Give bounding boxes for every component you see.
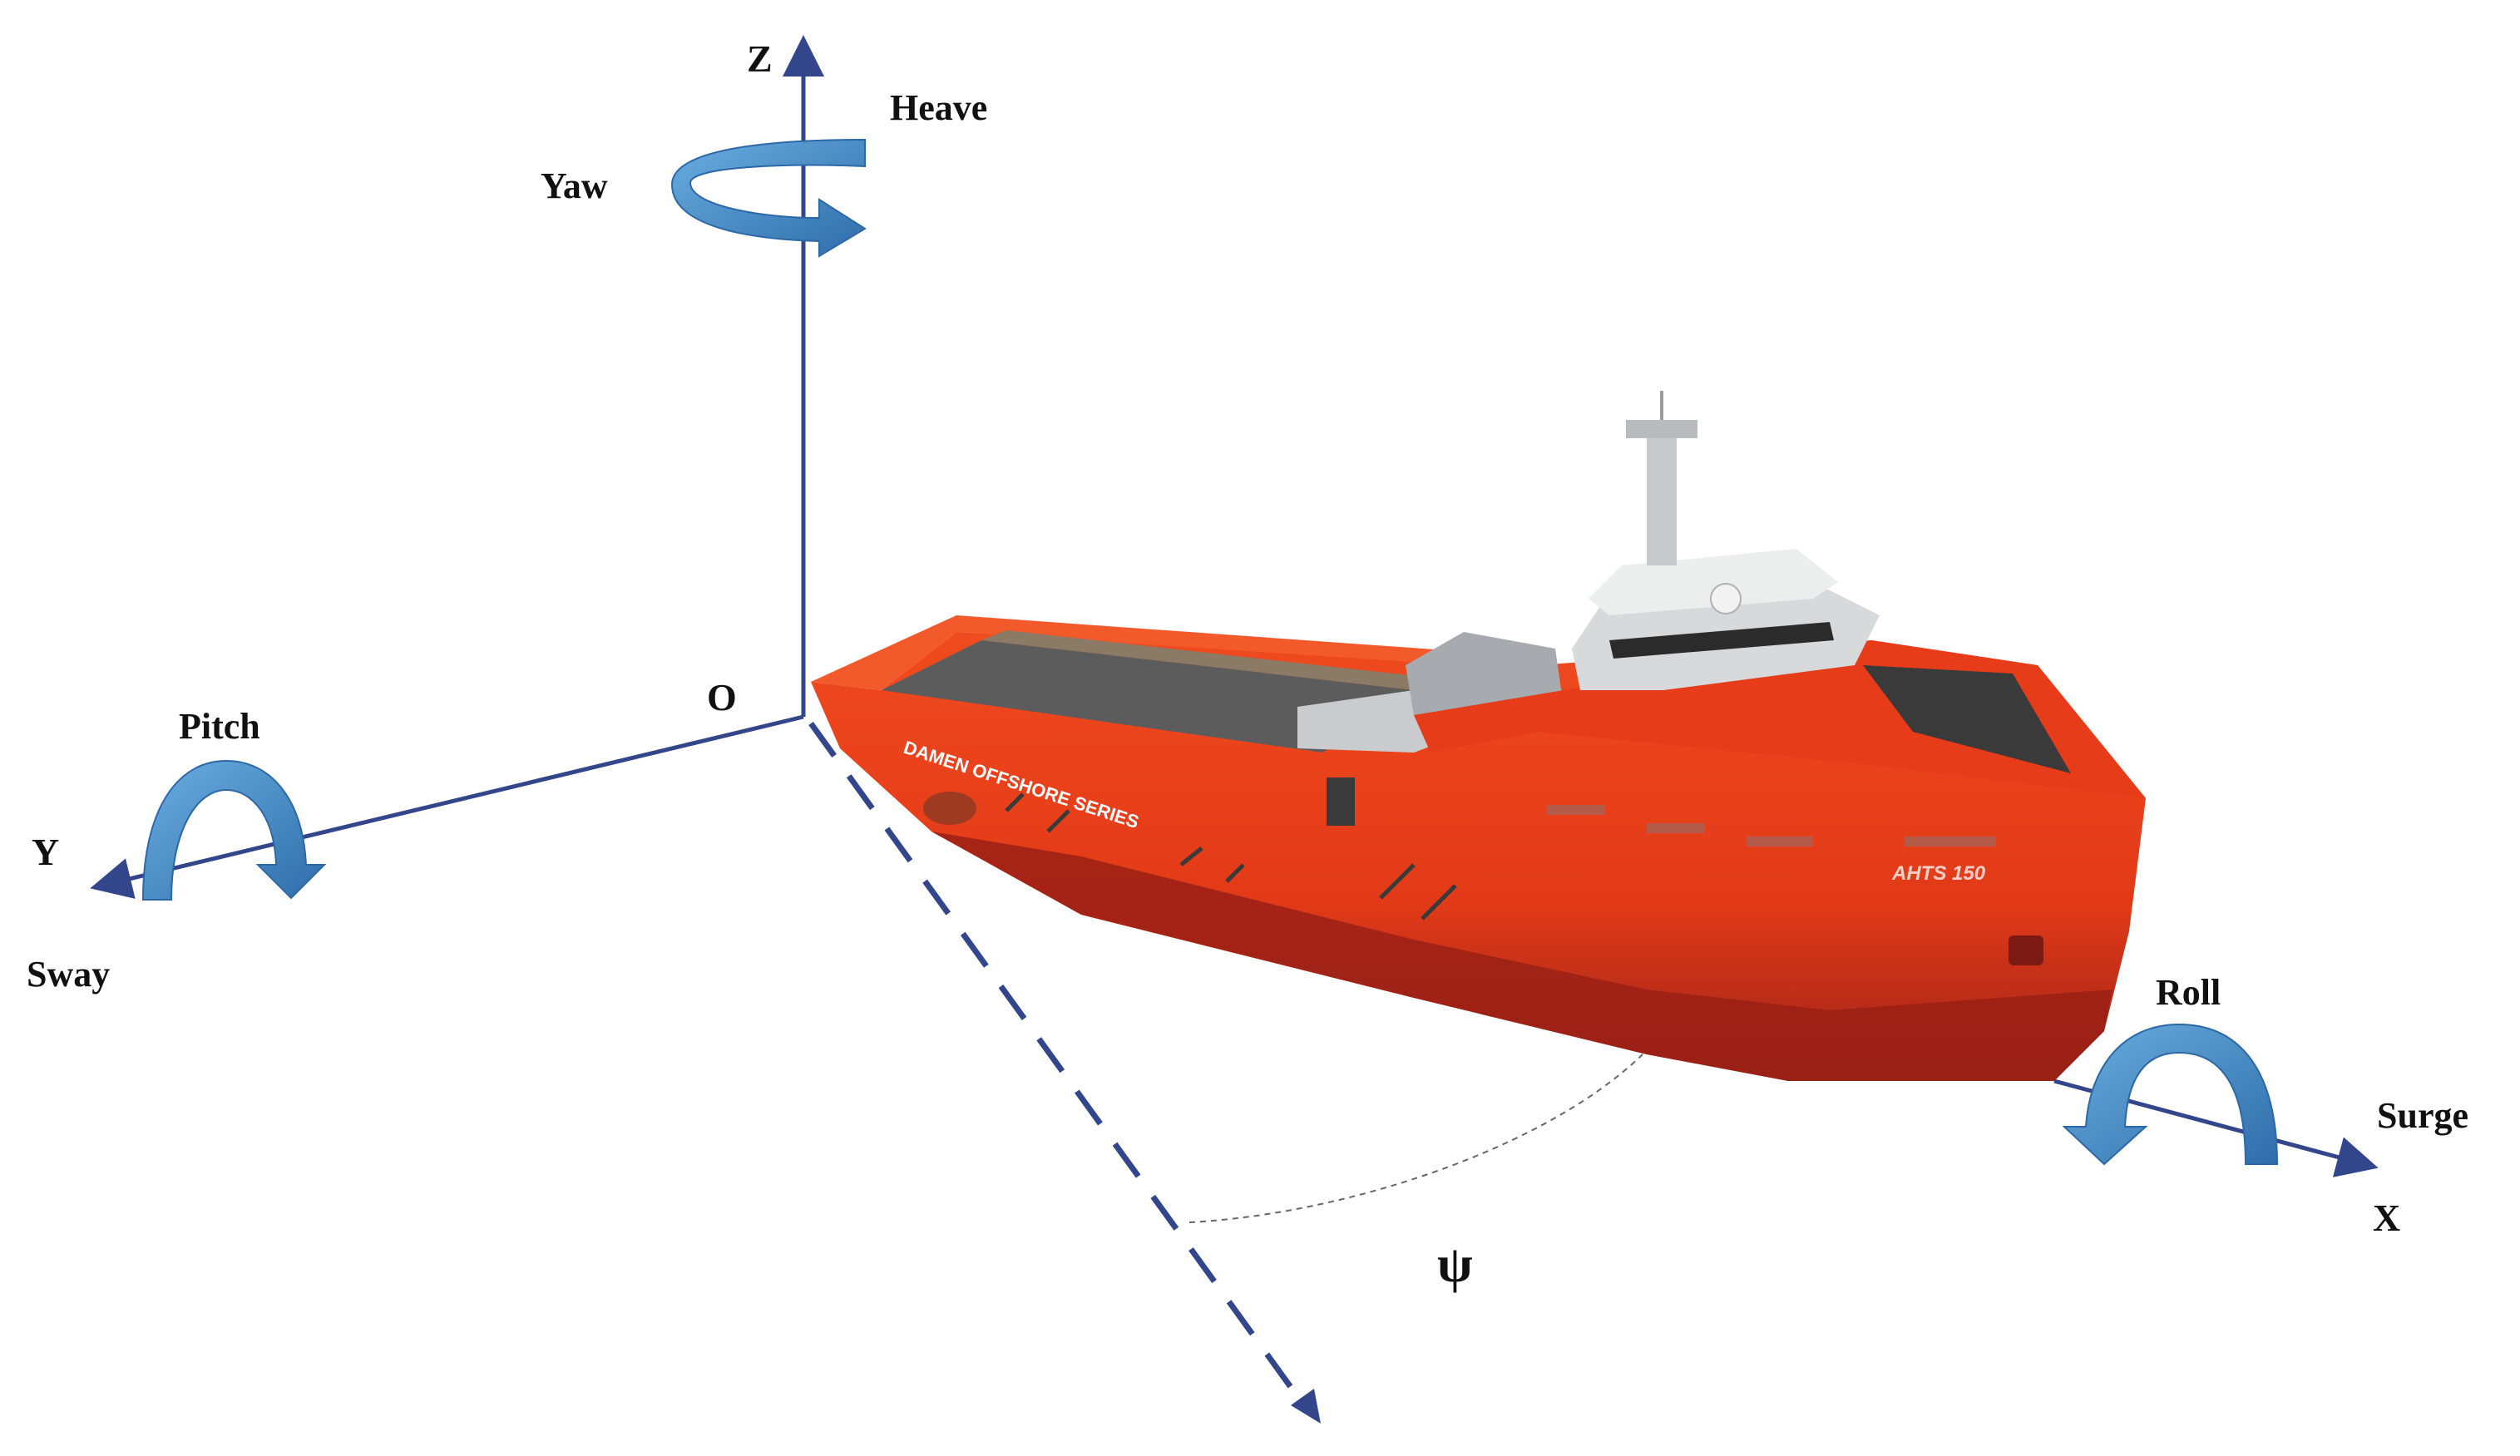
heave-label: Heave [890, 87, 988, 128]
ship-cargo-deck [882, 640, 1414, 753]
ship-deck-strip [981, 630, 1430, 690]
ship-side-panel [1327, 777, 1355, 826]
pitch-label: Pitch [179, 706, 260, 747]
roll-rotation-arrow [2062, 1023, 2279, 1166]
roll-label: Roll [2156, 972, 2221, 1013]
ship-thruster-pod [923, 792, 976, 825]
curved-rotation-arrow-icon [2062, 1023, 2279, 1166]
surge-label: Surge [2377, 1095, 2468, 1136]
heading-dashed-line [808, 721, 1312, 1416]
heading-angle-label: ψ [1437, 1236, 1473, 1293]
ship-anchor-pocket [2009, 935, 2043, 965]
ship-hull-details [1005, 792, 1457, 920]
sway-label: Sway [27, 954, 111, 995]
z-axis-label: Z [747, 37, 773, 80]
yaw-label: Yaw [541, 165, 608, 206]
ship-bow-deck [1863, 665, 2071, 773]
psi-angle-arc [1188, 1054, 1643, 1223]
heading-arrowhead [1291, 1389, 1321, 1424]
ship-mast [1647, 432, 1677, 565]
ship-radar-dome [1710, 583, 1742, 614]
curved-rotation-arrow-icon [141, 759, 327, 901]
ship-hull-windows [1547, 805, 1996, 846]
curved-rotation-arrow-icon [670, 138, 867, 258]
ship-mast-top [1626, 420, 1697, 438]
hull-text-bow: AHTS 150 [1891, 862, 1986, 885]
x-axis-label: X [2373, 1197, 2401, 1239]
vessel-illustration: DAMEN OFFSHORE SERIES AHTS 150 [811, 391, 2146, 1081]
origin-label: O [707, 676, 737, 718]
ship-bridge-windows [1609, 622, 1834, 659]
y-axis [90, 714, 804, 899]
ship-bulwark [811, 615, 1539, 690]
y-axis-label: Y [32, 831, 60, 873]
yaw-rotation-arrow [670, 138, 867, 258]
pitch-rotation-arrow [141, 759, 327, 901]
ship-hull-bottom [931, 832, 2112, 1081]
